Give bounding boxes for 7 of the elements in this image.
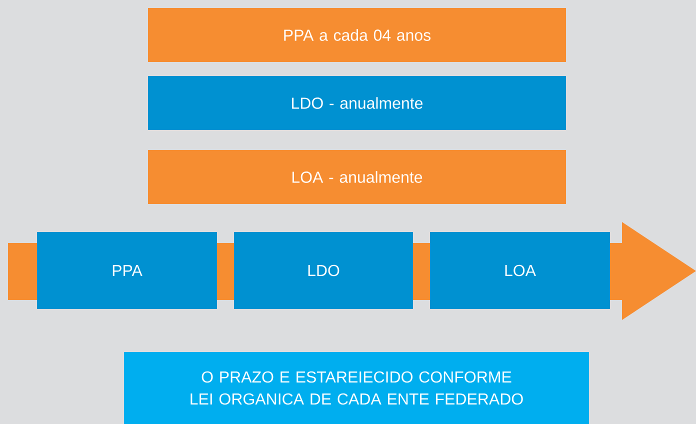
stage-box: PPA — [37, 232, 217, 309]
period-bar: LOA - anualmente — [148, 150, 566, 204]
stage-box: LOA — [430, 232, 610, 309]
period-bar: PPA a cada 04 anos — [148, 8, 566, 62]
stage-box: LDO — [234, 232, 413, 309]
period-bar: LDO - anualmente — [148, 76, 566, 130]
note-box: O PRAZO E ESTAREIECIDO CONFORME LEI ORGANICA DE CADA ENTE FEDERADO — [124, 352, 589, 424]
